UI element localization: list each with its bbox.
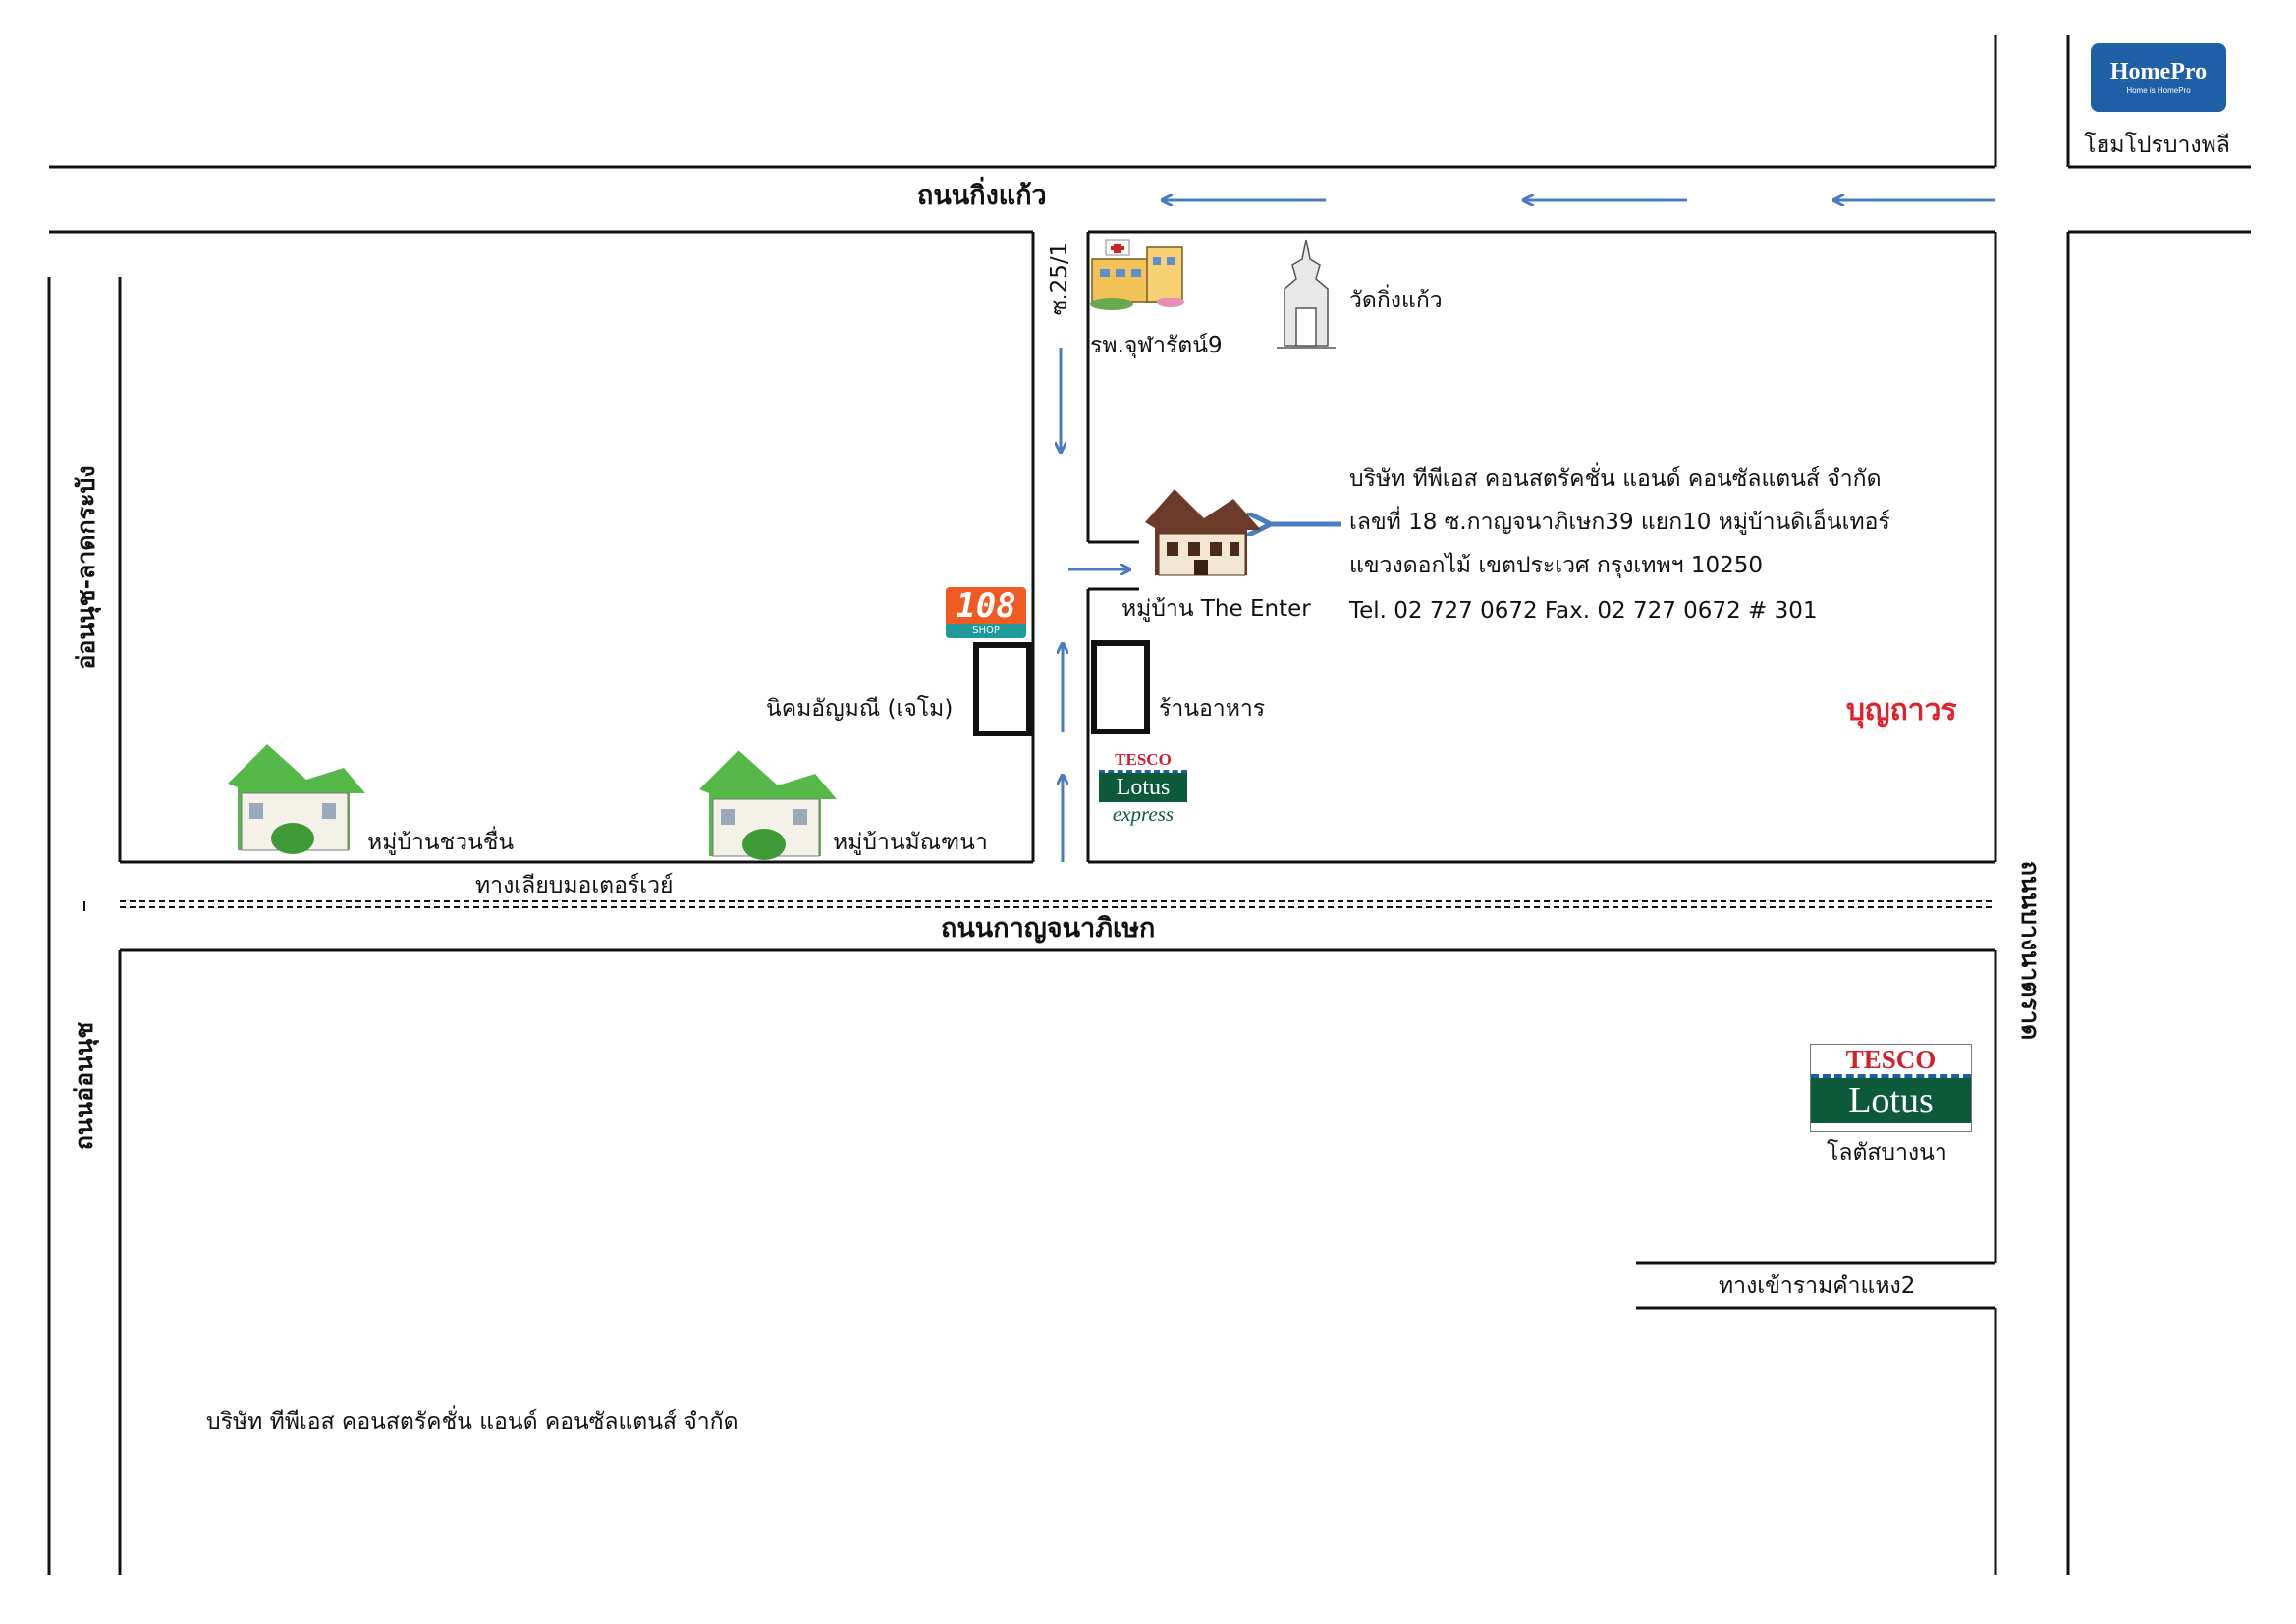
company-address-1: เลขที่ 18 ซ.กาญจนาภิเษก39 แยก10 หมู่บ้าน…	[1349, 510, 1890, 535]
bang-na-trat-road-label: ถนนบางนาตราด	[2016, 860, 2045, 1041]
village-chuan-chuen-label: หมู่บ้านชวนชื่น	[367, 830, 515, 855]
company-address-2: แขวงดอกไม้ เขตประเวศ กรุงเทพฯ 10250	[1349, 553, 1764, 578]
boonthavorn-logo: บุญถาวร	[1846, 693, 1957, 728]
on-nut-road-label: ถนนอ่อนนุช	[70, 1021, 98, 1151]
jewelry-label: นิคมอัญมณี (เจโม)	[766, 696, 954, 722]
ramkhamhaeng2-label: ทางเข้ารามคำแหง2	[1719, 1273, 1916, 1299]
jewelry-building-box	[973, 642, 1032, 736]
homepro-logo: HomePro Home is HomePro	[2091, 43, 2226, 112]
tesco-express-lotus: Lotus	[1099, 773, 1187, 802]
shop-108-logo-sub: SHOP	[946, 624, 1026, 638]
tesco-lotus-express-logo: TESCO Lotus express	[1099, 750, 1187, 831]
tesco-big-top: TESCO	[1811, 1045, 1971, 1078]
village-manthana-label: หมู่บ้านมัณฑนา	[833, 830, 988, 855]
hospital-label: รพ.จุฬารัตน์9	[1090, 333, 1223, 358]
company-name: บริษัท ทีพีเอส คอนสตรัคชั่น แอนด์ คอนซัล…	[1349, 466, 1882, 492]
right-block-outline	[1086, 232, 1997, 864]
direction-arrows	[1061, 200, 1995, 862]
tesco-express-top: TESCO	[1099, 750, 1187, 773]
homepro-logo-text: HomePro	[2109, 59, 2208, 84]
village-enter-label: หมู่บ้าน The Enter	[1121, 596, 1311, 622]
kanchanaphisek-road-label: ถนนกาญจนาภิเษก	[941, 913, 1156, 944]
village-house-icon	[1145, 489, 1261, 576]
tesco-lotus-logo: TESCO Lotus	[1810, 1044, 1972, 1132]
left-block-outline	[118, 232, 1035, 864]
restaurant-label: ร้านอาหาร	[1159, 696, 1266, 722]
bang-na-trat-road-lines	[1636, 232, 2070, 1575]
footer-company: บริษัท ทีพีเอส คอนสตรัคชั่น แอนด์ คอนซัล…	[206, 1409, 738, 1435]
homepro-logo-tagline: Home is HomePro	[2126, 86, 2191, 95]
company-contact: Tel. 02 727 0672 Fax. 02 727 0672 # 301	[1349, 598, 1818, 623]
tesco-express-express: express	[1112, 802, 1175, 826]
shop-108-logo-text: 108	[956, 587, 1016, 625]
shop-108-logo: 108 SHOP	[946, 587, 1026, 638]
frontage-road-label: ทางเลียบมอเตอร์เวย์	[475, 873, 674, 898]
restaurant-building-box	[1091, 640, 1150, 734]
kanchanaphisek-road	[83, 900, 1995, 952]
soi-25-1-label: ซ.25/1	[1047, 242, 1072, 316]
king-kaew-road	[49, 35, 2251, 234]
tesco-big-lotus: Lotus	[1811, 1078, 1971, 1123]
hospital-icon	[1090, 239, 1184, 310]
king-kaew-road-label: ถนนกิ่งแก้ว	[917, 181, 1047, 211]
temple-icon	[1277, 239, 1336, 349]
on-nut-road-lines	[47, 277, 122, 1575]
temple-label: วัดกิ่งแก้ว	[1349, 288, 1443, 313]
on-nut-lat-krabang-label: อ่อนนุช-ลาดกระบัง	[72, 465, 100, 670]
green-house-icon-1	[228, 744, 365, 854]
lotus-bangna-label: โลตัสบางนา	[1827, 1140, 1947, 1165]
homepro-label: โฮมโปรบางพลี	[2084, 133, 2230, 158]
green-house-icon-2	[699, 750, 837, 860]
